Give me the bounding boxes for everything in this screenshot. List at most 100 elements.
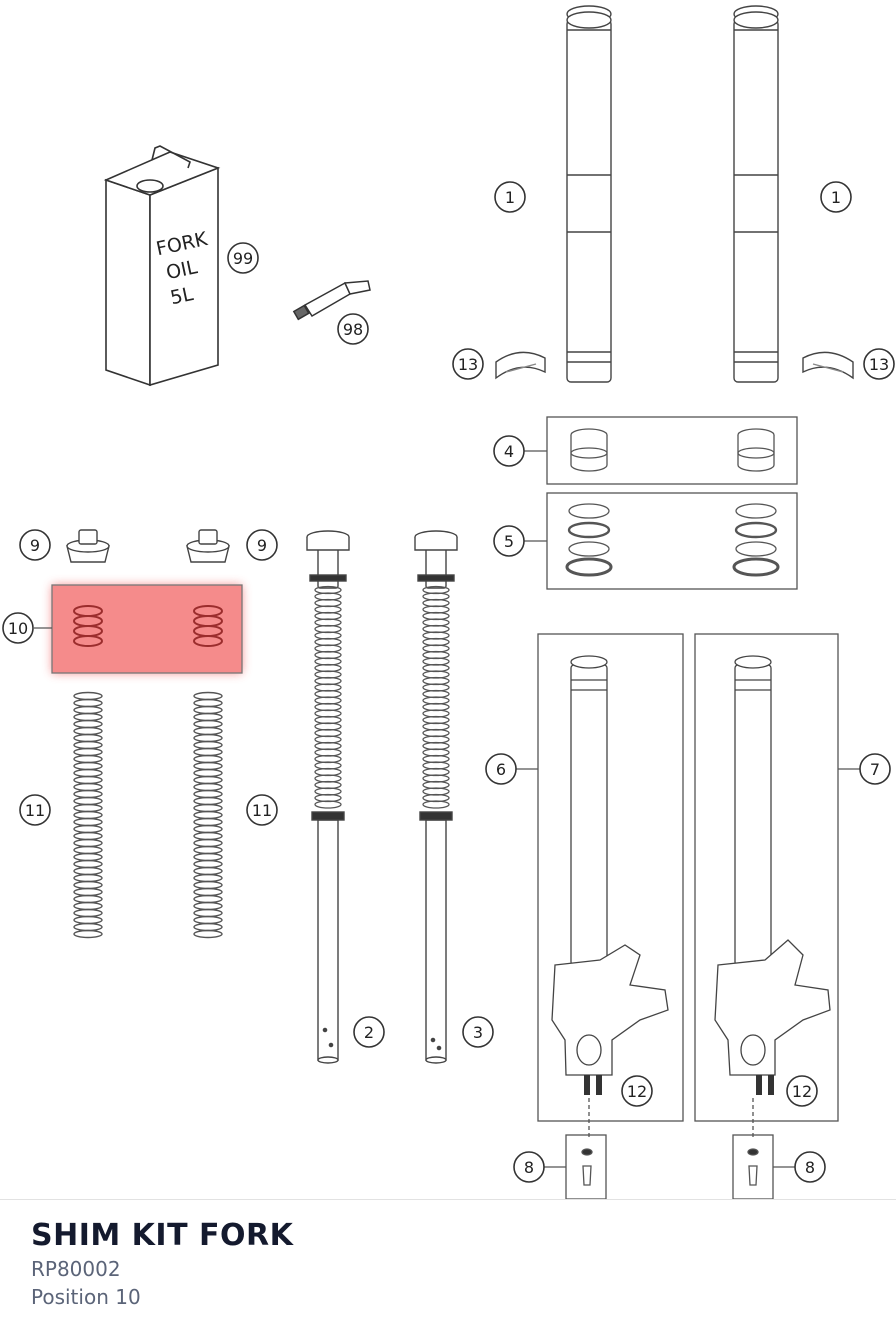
spring-coil <box>73 873 103 883</box>
spring-coil <box>73 698 103 708</box>
spring-coil <box>193 873 223 883</box>
svg-text:13: 13 <box>869 355 889 374</box>
callout-12-left[interactable]: 12 <box>621 1075 653 1107</box>
spring-coil <box>193 733 223 743</box>
spring-coil <box>193 915 223 925</box>
spring-coil <box>193 922 223 932</box>
svg-text:5: 5 <box>504 532 514 551</box>
callout-13-right[interactable]: 13 <box>863 348 895 380</box>
spring-coil <box>193 845 223 855</box>
callout-1-left[interactable]: 1 <box>494 181 526 213</box>
spring-coil <box>73 775 103 785</box>
spring-coil <box>73 747 103 757</box>
fork-cap-left[interactable] <box>66 529 110 563</box>
spring-coil <box>73 929 103 939</box>
svg-text:8: 8 <box>524 1158 534 1177</box>
callout-11-left[interactable]: 11 <box>19 794 51 826</box>
svg-text:9: 9 <box>257 536 267 555</box>
svg-text:6: 6 <box>496 760 506 779</box>
spring-coil <box>193 803 223 813</box>
seal-set-box[interactable] <box>523 492 798 590</box>
spring-coil <box>193 719 223 729</box>
spring-coil <box>73 922 103 932</box>
spring-coil <box>193 761 223 771</box>
callout-11-right[interactable]: 11 <box>246 794 278 826</box>
spring-coil <box>193 775 223 785</box>
spring-coil <box>73 712 103 722</box>
spring-coil <box>193 894 223 904</box>
outer-tube-left[interactable] <box>566 5 612 383</box>
spring-coil <box>73 754 103 764</box>
spring-coil <box>193 838 223 848</box>
shim-kit-highlight[interactable] <box>34 584 243 674</box>
part-name: SHIM KIT FORK <box>31 1218 294 1253</box>
spring-coil <box>73 901 103 911</box>
spring-coil <box>193 782 223 792</box>
callout-3[interactable]: 3 <box>462 1016 494 1048</box>
callout-7[interactable]: 7 <box>859 753 891 785</box>
spring-coil <box>73 796 103 806</box>
spring-coil <box>193 901 223 911</box>
inner-tube-right-box[interactable] <box>694 633 860 1140</box>
spring-coil <box>193 929 223 939</box>
fork-spring-left[interactable] <box>73 691 103 939</box>
fork-oil-can[interactable]: FORK OIL 5L <box>103 145 221 387</box>
spring-coil <box>73 761 103 771</box>
spring-coil <box>193 859 223 869</box>
callout-9-left[interactable]: 9 <box>19 529 51 561</box>
spring-coil <box>73 852 103 862</box>
spring-coil <box>193 810 223 820</box>
callout-5[interactable]: 5 <box>493 525 525 557</box>
can-label-line3: 5L <box>168 283 195 309</box>
callout-13-left[interactable]: 13 <box>452 348 484 380</box>
spring-coil <box>73 726 103 736</box>
svg-text:11: 11 <box>252 801 272 820</box>
callout-2[interactable]: 2 <box>353 1016 385 1048</box>
inner-tube-left-box[interactable] <box>516 633 684 1140</box>
svg-text:12: 12 <box>792 1082 812 1101</box>
svg-text:1: 1 <box>831 188 841 207</box>
clamp-right[interactable] <box>802 351 854 380</box>
spring-coil <box>193 866 223 876</box>
spring-coil <box>193 817 223 827</box>
callout-10[interactable]: 10 <box>2 612 34 644</box>
callout-9-right[interactable]: 9 <box>246 529 278 561</box>
spring-coil <box>193 698 223 708</box>
spring-coil <box>193 831 223 841</box>
spring-coil <box>73 859 103 869</box>
callout-8-left[interactable]: 8 <box>513 1151 545 1183</box>
callout-6[interactable]: 6 <box>485 753 517 785</box>
spring-coil <box>73 838 103 848</box>
bushing-set-box[interactable] <box>523 416 798 485</box>
grease-tube[interactable] <box>292 280 371 321</box>
spring-coil <box>73 740 103 750</box>
callout-98[interactable]: 98 <box>337 313 369 345</box>
svg-text:3: 3 <box>473 1023 483 1042</box>
svg-text:13: 13 <box>458 355 478 374</box>
callout-4[interactable]: 4 <box>493 435 525 467</box>
fork-cap-right[interactable] <box>186 529 230 563</box>
clamp-left[interactable] <box>495 351 546 380</box>
axle-bolt-right[interactable] <box>732 1134 795 1200</box>
callout-99[interactable]: 99 <box>227 242 259 274</box>
spring-coil <box>193 747 223 757</box>
spring-coil <box>314 800 342 809</box>
spring-coil <box>73 908 103 918</box>
spring-coil <box>73 705 103 715</box>
svg-text:2: 2 <box>364 1023 374 1042</box>
spring-coil <box>193 754 223 764</box>
svg-text:8: 8 <box>805 1158 815 1177</box>
svg-text:10: 10 <box>8 619 28 638</box>
callout-8-right[interactable]: 8 <box>794 1151 826 1183</box>
spring-coil <box>193 796 223 806</box>
axle-bolt-left[interactable] <box>544 1134 607 1200</box>
spring-coil <box>73 845 103 855</box>
spring-coil <box>193 740 223 750</box>
callout-12-right[interactable]: 12 <box>786 1075 818 1107</box>
callout-1-right[interactable]: 1 <box>820 181 852 213</box>
cartridge-right[interactable] <box>414 530 458 1064</box>
spring-coil <box>73 824 103 834</box>
cartridge-left[interactable] <box>306 530 350 1064</box>
outer-tube-right[interactable] <box>733 5 779 383</box>
fork-spring-right[interactable] <box>193 691 223 939</box>
